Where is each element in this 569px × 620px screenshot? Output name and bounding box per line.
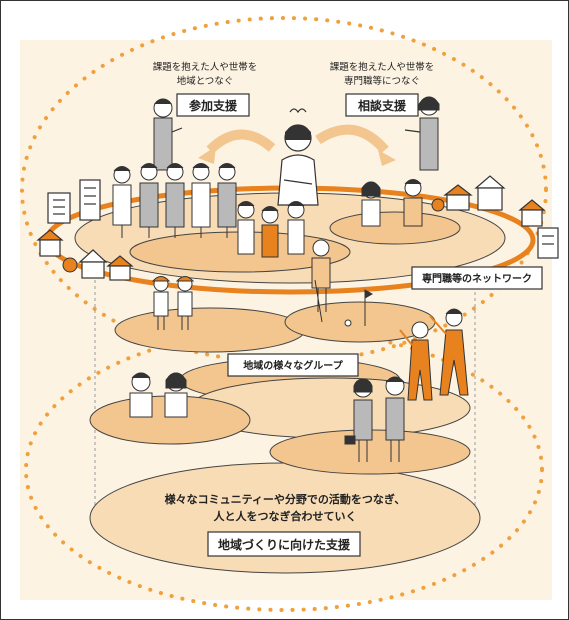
elderly-person-golf-icon: [311, 239, 374, 327]
community-building-support-badge: 地域づくりに向けた支援: [218, 537, 351, 552]
consultation-support-badge-box: [345, 93, 419, 117]
arrow-head: [378, 150, 396, 166]
arrow-to-participation-icon: [206, 129, 276, 154]
community-building-support-badge-box: [207, 531, 361, 557]
community-groups-label-box: [227, 353, 359, 377]
arrow-to-consultation-icon: [315, 124, 389, 154]
consultation-caption-line1: 課題を抱えた人や世帯を: [330, 61, 435, 73]
consultation-staff-person-icon: [404, 96, 440, 171]
building-icon: [537, 227, 559, 259]
house-icon: [443, 184, 473, 211]
community-groups-label: 地域の様々なグループ: [243, 359, 343, 372]
community-building-text-line1: 様々なコミュニティーや分野での活動をつなぎ、: [165, 492, 406, 506]
participation-support-badge-box: [176, 93, 250, 117]
network-label-box: [411, 266, 543, 290]
greeting-people-icon: [129, 372, 188, 418]
family-group-icon: [237, 201, 305, 258]
house-icon: [36, 229, 64, 257]
group-ellipse: [114, 307, 306, 353]
participation-caption-line2: 地域とつなぐ: [177, 75, 234, 87]
house-icon: [78, 249, 108, 279]
person-with-issue-icon: [277, 108, 319, 206]
group-ellipse: [284, 301, 436, 343]
building-icon: [47, 192, 71, 224]
house-icon: [474, 175, 506, 211]
house-icon: [518, 199, 546, 227]
tree-icon: [62, 198, 445, 273]
network-label: 専門職等のネットワーク: [422, 272, 532, 285]
arrow-head: [198, 146, 216, 164]
participation-support-badge: 参加支援: [189, 98, 238, 113]
consultation-caption-line2: 専門職等につなぐ: [344, 75, 420, 87]
business-people-icon: [344, 376, 405, 462]
outer-dotted-oval-bottom: [24, 328, 544, 612]
consultation-support-badge: 相談支援: [358, 98, 407, 113]
network-inner-disk: [329, 211, 461, 245]
consultation-pair-icon: [361, 179, 423, 227]
exercising-people-icon: [399, 308, 469, 401]
community-people-group-icon: [112, 163, 237, 238]
house-icon: [106, 255, 134, 281]
participation-caption-line1: 課題を抱えた人や世帯を: [153, 61, 258, 73]
children-group-icon: [151, 276, 195, 330]
building-icon: [79, 179, 101, 221]
support-staff-person-icon: [153, 98, 183, 171]
community-building-text-line2: 人と人をつなぎ合わせていく: [214, 509, 357, 523]
